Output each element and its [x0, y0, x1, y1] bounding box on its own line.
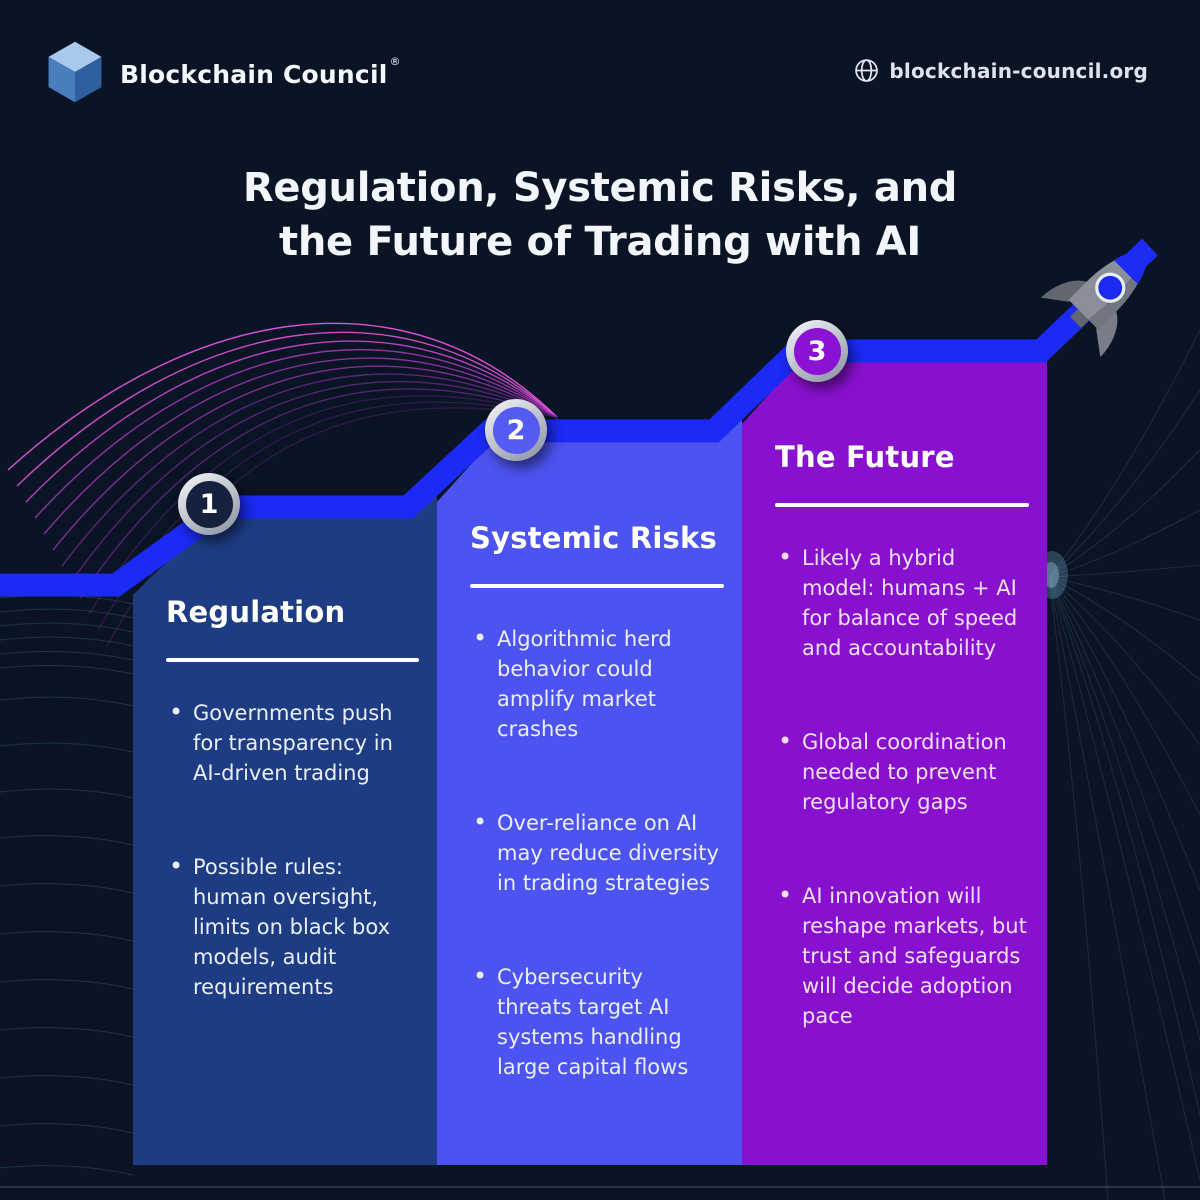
list-item: Algorithmic herd behavior could amplify …: [470, 623, 724, 744]
step-3-bullet-list: Likely a hybrid model: humans + AI for b…: [775, 542, 1029, 1031]
cube-logo-icon: [48, 41, 102, 103]
step-number: 2: [492, 406, 540, 454]
registered-mark: ®: [389, 55, 401, 68]
step-2-divider: [470, 584, 724, 588]
page-title-line1: Regulation, Systemic Risks, and: [242, 164, 958, 211]
step-3-divider: [775, 503, 1029, 507]
page-title-line2: the Future of Trading with AI: [279, 218, 921, 265]
step-number: 3: [793, 327, 841, 375]
list-item: Likely a hybrid model: humans + AI for b…: [775, 542, 1029, 663]
list-item: Over-reliance on AI may reduce diversity…: [470, 807, 724, 898]
step-3-heading: The Future: [775, 440, 955, 474]
list-item: Cybersecurity threats target AI systems …: [470, 961, 724, 1082]
step-2-badge: 2: [485, 399, 547, 461]
list-item: AI innovation will reshape markets, but …: [775, 880, 1029, 1031]
brand-logo: Blockchain Council®: [44, 38, 401, 106]
header-bar: Blockchain Council® blockchain-council.o…: [0, 0, 1200, 120]
list-item: Governments push for transparency in AI-…: [166, 697, 419, 788]
globe-icon: [855, 59, 879, 82]
step-2-bullet-list: Algorithmic herd behavior could amplify …: [470, 623, 724, 1082]
step-3-badge: 3: [786, 320, 848, 382]
step-1-bullet-list: Governments push for transparency in AI-…: [166, 697, 419, 1002]
step-number: 1: [185, 480, 233, 528]
website-link[interactable]: blockchain-council.org: [889, 58, 1148, 83]
page-title: Regulation, Systemic Risks, and the Futu…: [0, 161, 1200, 269]
website: blockchain-council.org: [854, 58, 1148, 83]
list-item: Possible rules: human oversight, limits …: [166, 851, 419, 1002]
step-2-heading: Systemic Risks: [470, 521, 717, 555]
bottom-divider: [0, 1186, 1200, 1188]
brand-name: Blockchain Council®: [120, 55, 401, 89]
step-2-panel: Systemic Risks Algorithmic herd behavior…: [437, 420, 742, 1165]
step-1-panel: Regulation Governments push for transpar…: [133, 497, 437, 1165]
list-item: Global coordination needed to prevent re…: [775, 726, 1029, 817]
step-3-panel: The Future Likely a hybrid model: humans…: [742, 340, 1047, 1165]
step-1-divider: [166, 658, 419, 662]
step-1-badge: 1: [178, 473, 240, 535]
step-1-heading: Regulation: [166, 595, 346, 629]
